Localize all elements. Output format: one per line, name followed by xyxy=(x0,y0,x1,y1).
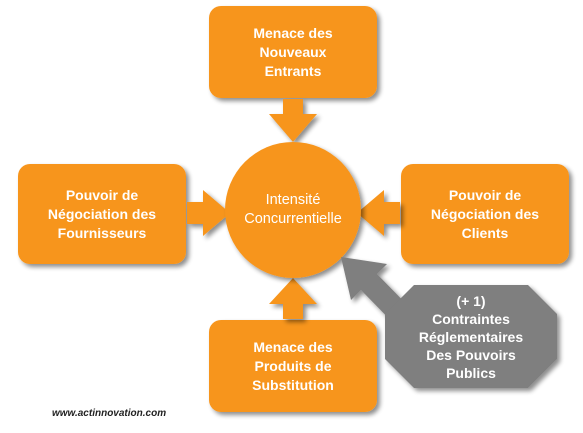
arrow-down-from-top xyxy=(269,99,317,142)
center-circle xyxy=(225,142,361,278)
arrow-right-from-left xyxy=(187,190,230,236)
arrow-left-from-right xyxy=(357,190,400,236)
left-force-box xyxy=(18,164,186,264)
right-force-box xyxy=(401,164,569,264)
top-force-box xyxy=(209,6,377,98)
bottom-force-box xyxy=(209,320,377,412)
regulatory-octagon xyxy=(385,285,557,388)
site-credit: www.actinnovation.com xyxy=(52,408,167,419)
arrow-up-from-bottom xyxy=(269,278,317,319)
